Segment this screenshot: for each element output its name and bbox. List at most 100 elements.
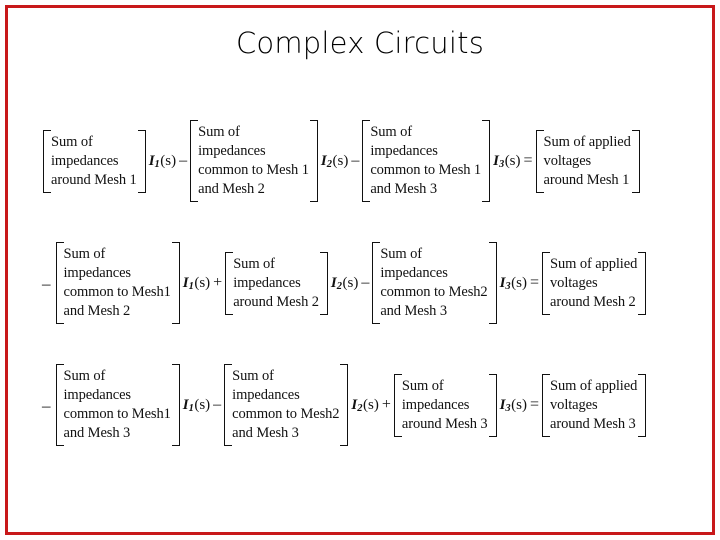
bracket-line: impedances — [63, 265, 132, 281]
equation-operator: – — [351, 152, 360, 169]
bracket-line: voltages — [550, 396, 598, 413]
bracket-line: Sum of — [380, 246, 423, 262]
current-symbol: I — [182, 396, 189, 413]
bracket-line: Sum of applied — [550, 255, 638, 272]
bracket-line: voltages — [550, 274, 598, 291]
current-symbol: I — [182, 274, 189, 291]
bracket-line: around Mesh 3 — [550, 415, 636, 432]
mesh-current-term: I1(s) — [148, 153, 177, 170]
bracket-lines: Sum of impedances around Mesh 1 — [51, 133, 137, 190]
equation-operator: = — [529, 396, 540, 413]
current-symbol: I — [351, 396, 358, 413]
current-subscript: 3 — [498, 158, 505, 170]
bracket-line: and Mesh 2 — [198, 181, 265, 197]
bracket-line: common to Mesh1 — [63, 284, 171, 300]
current-argument: (s) — [194, 274, 211, 291]
current-argument: (s) — [511, 274, 527, 291]
current-symbol: I — [493, 152, 499, 169]
current-subscript: 1 — [188, 280, 194, 292]
matrix-bracket: Sum of applied voltages around Mesh 2 — [542, 251, 647, 315]
bracket-line: Sum of applied — [543, 133, 631, 150]
bracket-lines: Sum of applied voltages around Mesh 1 — [544, 133, 631, 190]
bracket-line: Sum of — [370, 124, 413, 140]
bracket-line: Sum of — [63, 368, 106, 384]
bracket-line: and Mesh 3 — [380, 303, 447, 319]
current-symbol: I — [320, 152, 327, 169]
mesh-current-term: I1(s) — [182, 275, 211, 292]
bracket-line: around Mesh 1 — [51, 171, 137, 188]
matrix-bracket: Sum of impedances common to Mesh1 and Mesh … — [55, 242, 181, 324]
bracket-line: Sum of — [63, 246, 106, 262]
current-argument: (s) — [332, 152, 349, 169]
mesh-current-term: I2(s) — [350, 397, 379, 414]
bracket-line: Sum of — [198, 124, 240, 140]
page-title: Complex Circuits — [235, 26, 485, 60]
equation-operator: – — [361, 274, 370, 291]
bracket-line: around Mesh 2 — [233, 293, 319, 310]
bracket-lines: Sum of impedances around Mesh 2 — [233, 255, 319, 312]
bracket-line: impedances — [63, 387, 132, 403]
mesh-current-term: I3(s) — [499, 397, 528, 414]
mesh-current-term: I3(s) — [492, 153, 521, 170]
bracket-lines: Sum of impedances common to Mesh1 and Mesh … — [64, 245, 171, 321]
leading-minus-sign: – — [42, 395, 51, 415]
bracket-lines: Sum of impedances common to Mesh1 and Mesh … — [64, 367, 171, 443]
bracket-line: common to Mesh1 — [63, 406, 171, 422]
current-subscript: 2 — [336, 280, 342, 292]
current-subscript: 2 — [326, 158, 332, 170]
current-subscript: 3 — [505, 280, 511, 292]
bracket-line: around Mesh 1 — [543, 171, 630, 188]
bracket-line: impedances — [380, 265, 448, 281]
bracket-lines: Sum of applied voltages around Mesh 3 — [550, 377, 637, 434]
bracket-line: and Mesh 3 — [232, 425, 299, 441]
equation-operator: – — [213, 396, 222, 413]
leading-minus-sign: – — [42, 273, 51, 293]
equation-operator: = — [529, 274, 540, 291]
current-subscript: 3 — [505, 402, 511, 414]
mesh-current-term: I3(s) — [499, 275, 528, 292]
bracket-line: impedances — [370, 143, 438, 159]
bracket-line: Sum of — [233, 255, 275, 272]
bracket-lines: Sum of impedances common to Mesh 1 and Mesh… — [198, 123, 309, 199]
bracket-line: and Mesh 2 — [63, 303, 131, 319]
bracket-line: common to Mesh 1 — [198, 162, 309, 178]
bracket-lines: Sum of impedances common to Mesh2 and Mesh … — [380, 245, 487, 321]
bracket-line: impedances — [233, 274, 301, 291]
current-subscript: 1 — [188, 402, 194, 414]
matrix-bracket: Sum of impedances around Mesh 1 — [43, 129, 146, 193]
bracket-line: impedances — [198, 143, 266, 159]
bracket-line: around Mesh 3 — [401, 415, 488, 432]
mesh-current-term: I2(s) — [330, 275, 359, 292]
bracket-line: Sum of applied — [550, 377, 638, 394]
bracket-line: and Mesh 3 — [63, 425, 131, 441]
bracket-line: voltages — [543, 152, 592, 169]
equation-operator: + — [213, 274, 223, 291]
matrix-bracket: Sum of impedances common to Mesh1 and Mesh … — [55, 364, 181, 446]
current-subscript: 1 — [154, 158, 160, 170]
current-symbol: I — [499, 274, 506, 291]
bracket-line: Sum of — [51, 133, 93, 150]
mesh-current-term: I1(s) — [182, 397, 211, 414]
current-argument: (s) — [194, 396, 211, 413]
bracket-line: and Mesh 3 — [370, 181, 437, 197]
current-argument: (s) — [160, 152, 177, 169]
bracket-line: Sum of — [401, 377, 444, 394]
bracket-line: around Mesh 2 — [550, 293, 636, 310]
current-subscript: 2 — [357, 402, 363, 414]
bracket-line: common to Mesh2 — [380, 284, 488, 300]
current-argument: (s) — [511, 396, 527, 413]
equation-operator: + — [381, 396, 391, 413]
bracket-line: impedances — [51, 152, 119, 169]
matrix-bracket: Sum of applied voltages around Mesh 3 — [542, 373, 647, 437]
matrix-bracket: Sum of applied voltages around Mesh 1 — [535, 129, 640, 193]
current-symbol: I — [499, 396, 506, 413]
